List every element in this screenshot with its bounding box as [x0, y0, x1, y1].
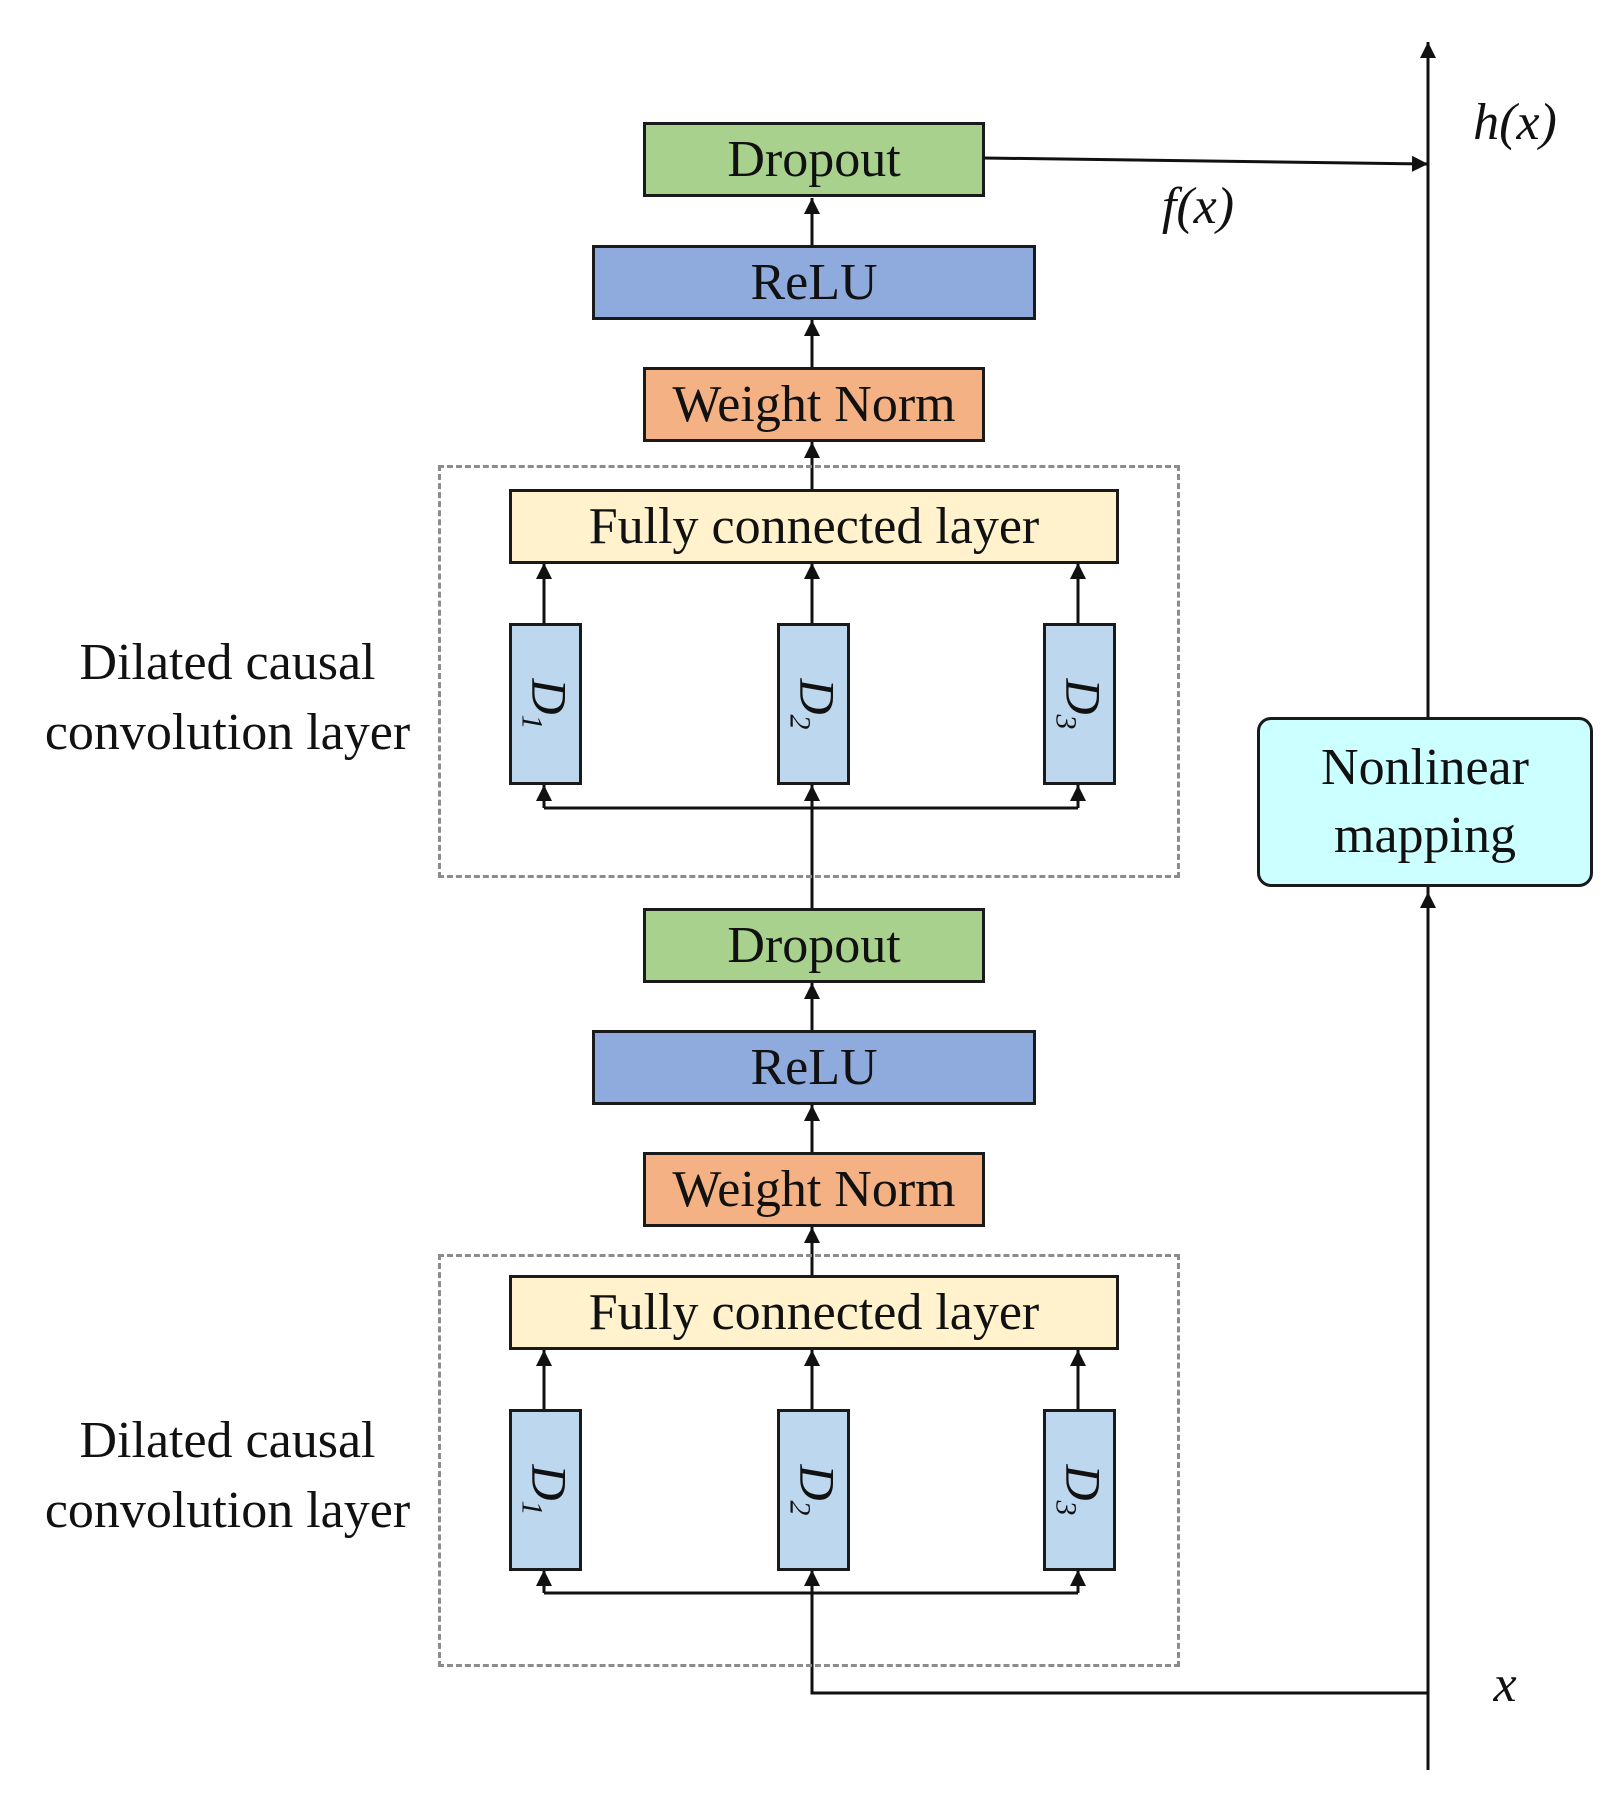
x-input-line [804, 1570, 1428, 1695]
fx-output-arrow [983, 155, 1429, 172]
top-group-label: Dilated causal convolution layer [44, 634, 411, 762]
fx-label: f(x) [1161, 178, 1235, 235]
top-relu-block: ReLU [592, 245, 1036, 320]
nonlinear-mapping-block: Nonlinear mapping [1257, 717, 1593, 887]
top-d2-block: D2 [777, 623, 850, 785]
top-fully-connected-block: Fully connected layer [509, 489, 1119, 564]
x-label: x [1493, 1656, 1517, 1713]
bottom-dilated-conv-group [438, 1254, 1180, 1667]
bottom-relu-block: ReLU [592, 1030, 1036, 1105]
bottom-weight-norm-block: Weight Norm [643, 1152, 985, 1227]
bottom-fully-connected-block: Fully connected layer [509, 1275, 1119, 1350]
hx-label: h(x) [1473, 94, 1557, 151]
top-dilated-conv-group [438, 465, 1180, 878]
bottom-d1-block: D1 [509, 1409, 582, 1571]
top-dropout-block: Dropout [643, 122, 985, 197]
bottom-dropout-block: Dropout [643, 908, 985, 983]
top-d1-block: D1 [509, 623, 582, 785]
bottom-d2-block: D2 [777, 1409, 850, 1571]
top-d3-block: D3 [1043, 623, 1116, 785]
top-weight-norm-block: Weight Norm [643, 367, 985, 442]
bottom-d3-block: D3 [1043, 1409, 1116, 1571]
bottom-group-label: Dilated causal convolution layer [44, 1412, 411, 1540]
